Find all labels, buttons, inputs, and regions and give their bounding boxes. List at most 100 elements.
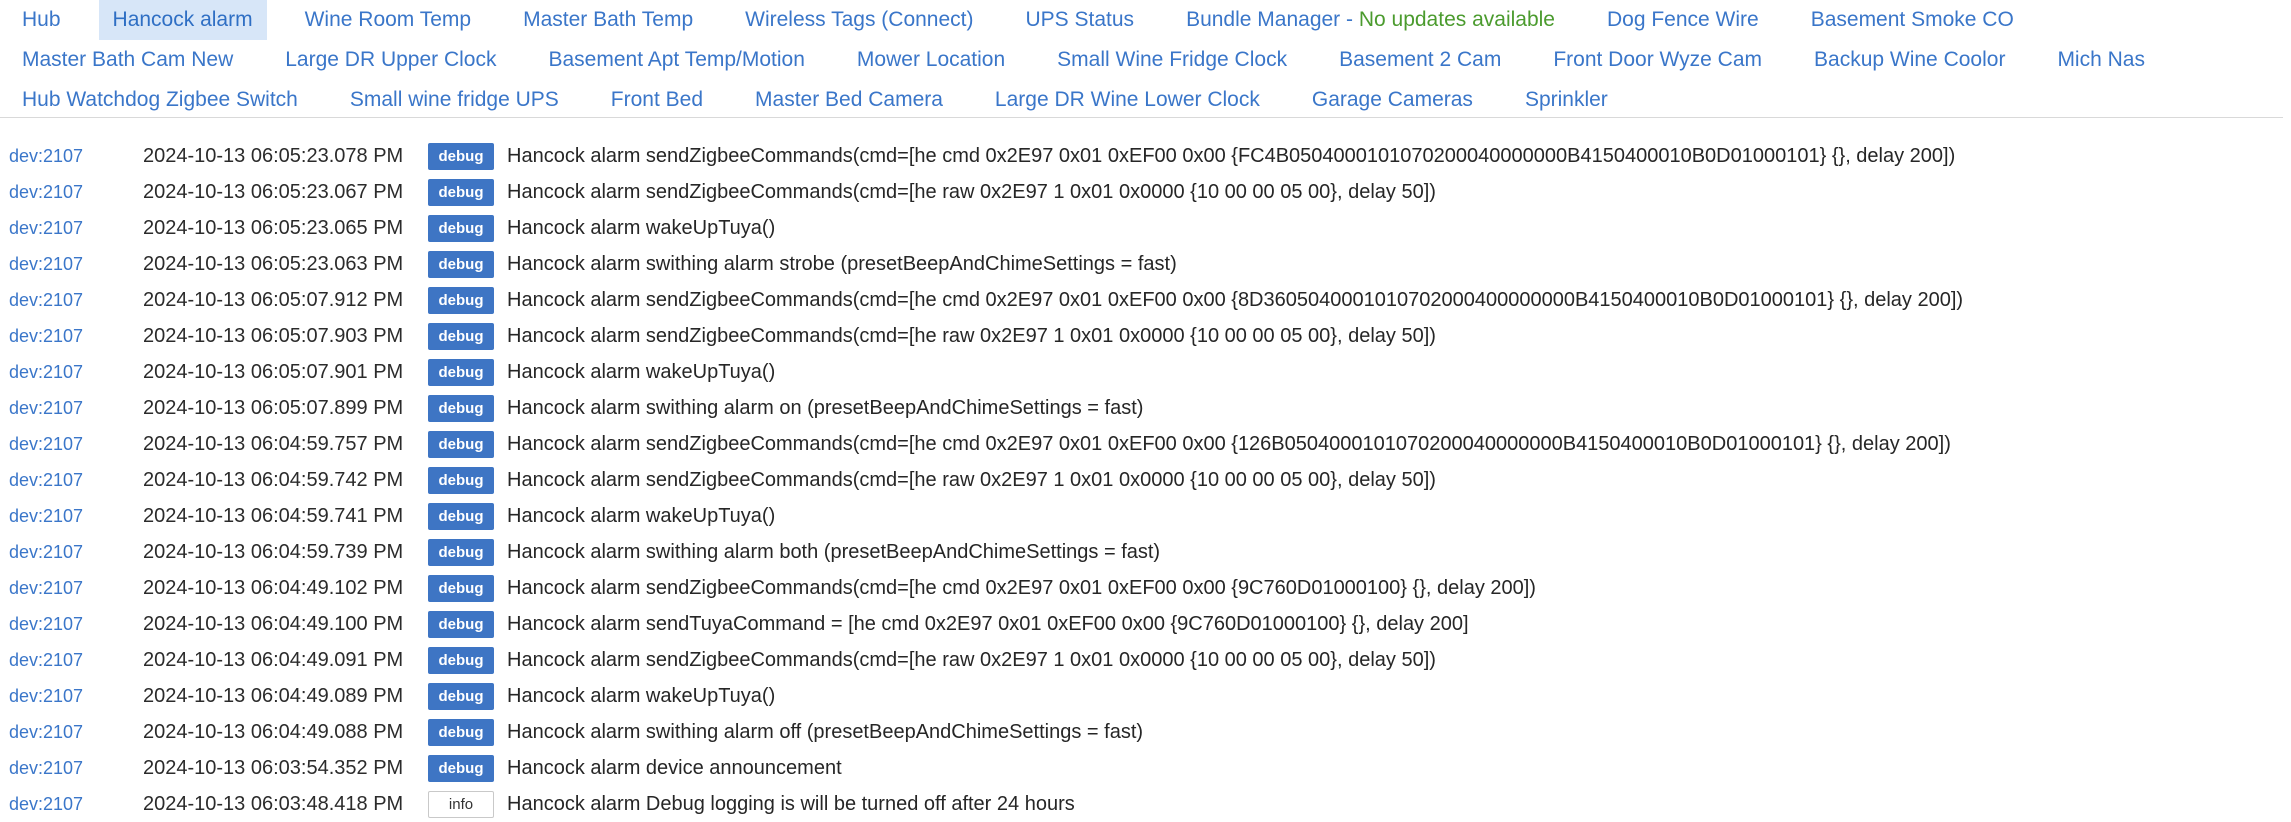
log-timestamp: 2024-10-13 06:04:59.742 PM bbox=[143, 468, 404, 491]
device-tab-label: Basement Smoke CO bbox=[1810, 8, 2014, 31]
device-tab[interactable]: Hancock alarm bbox=[98, 0, 267, 40]
device-tab[interactable]: Large DR Upper Clock bbox=[271, 40, 510, 80]
device-tab-label: UPS Status bbox=[1025, 8, 1135, 31]
log-timestamp: 2024-10-13 06:05:23.067 PM bbox=[143, 180, 404, 203]
log-timestamp: 2024-10-13 06:03:54.352 PM bbox=[143, 756, 404, 779]
log-level-badge: debug bbox=[428, 178, 494, 206]
device-tab[interactable]: Basement Smoke CO bbox=[1797, 0, 2028, 40]
device-tab-label: Small wine fridge UPS bbox=[349, 88, 559, 111]
log-message: Hancock alarm Debug logging is will be t… bbox=[507, 792, 1075, 815]
device-tab-label: Hancock alarm bbox=[112, 8, 253, 31]
device-tab[interactable]: Master Bath Temp bbox=[509, 0, 707, 40]
log-level-badge: debug bbox=[428, 538, 494, 566]
log-level-badge: debug bbox=[428, 250, 494, 278]
device-link[interactable]: dev:2107 bbox=[9, 181, 84, 202]
device-link[interactable]: dev:2107 bbox=[9, 505, 84, 526]
log-level-badge: debug bbox=[428, 502, 494, 530]
log-message: Hancock alarm sendZigbeeCommands(cmd=[he… bbox=[507, 288, 1964, 311]
device-tab[interactable]: Mich Nas bbox=[2043, 40, 2159, 80]
device-link[interactable]: dev:2107 bbox=[9, 145, 84, 166]
device-link[interactable]: dev:2107 bbox=[9, 721, 84, 742]
device-tab[interactable]: Front Bed bbox=[597, 80, 717, 120]
device-tab[interactable]: Dog Fence Wire bbox=[1593, 0, 1773, 40]
log-level-badge: debug bbox=[428, 214, 494, 242]
device-tab-label: Basement 2 Cam bbox=[1339, 48, 1502, 71]
device-tab-label: Wine Room Temp bbox=[304, 8, 472, 31]
log-level-badge: debug bbox=[428, 754, 494, 782]
device-link[interactable]: dev:2107 bbox=[9, 433, 84, 454]
device-tab[interactable]: Hub Watchdog Zigbee Switch bbox=[8, 80, 312, 120]
device-link[interactable]: dev:2107 bbox=[9, 613, 84, 634]
device-link[interactable]: dev:2107 bbox=[9, 685, 84, 706]
log-message: Hancock alarm sendZigbeeCommands(cmd=[he… bbox=[507, 576, 1536, 599]
device-tab-label: Bundle Manager - bbox=[1186, 8, 1359, 31]
log-message: Hancock alarm sendZigbeeCommands(cmd=[he… bbox=[507, 468, 1436, 491]
device-tab-label: Garage Cameras bbox=[1311, 88, 1473, 111]
device-tab[interactable]: Hub bbox=[8, 0, 75, 40]
device-tab[interactable]: Small Wine Fridge Clock bbox=[1043, 40, 1301, 80]
device-tab[interactable]: Wine Room Temp bbox=[291, 0, 486, 40]
device-tab[interactable]: Garage Cameras bbox=[1298, 80, 1487, 120]
device-tab[interactable]: Mower Location bbox=[843, 40, 1019, 80]
log-level-badge: debug bbox=[428, 286, 494, 314]
device-link[interactable]: dev:2107 bbox=[9, 649, 84, 670]
device-link[interactable]: dev:2107 bbox=[9, 541, 84, 562]
log-message: Hancock alarm wakeUpTuya() bbox=[507, 504, 776, 527]
device-link[interactable]: dev:2107 bbox=[9, 793, 84, 814]
log-level-badge: debug bbox=[428, 646, 494, 674]
log-timestamp: 2024-10-13 06:03:48.418 PM bbox=[143, 792, 404, 815]
log-level-badge: debug bbox=[428, 358, 494, 386]
device-tab[interactable]: Backup Wine Coolor bbox=[1800, 40, 2019, 80]
log-timestamp: 2024-10-13 06:05:07.912 PM bbox=[143, 288, 404, 311]
device-tab[interactable]: Basement 2 Cam bbox=[1325, 40, 1515, 80]
device-link[interactable]: dev:2107 bbox=[9, 361, 84, 382]
device-link[interactable]: dev:2107 bbox=[9, 469, 84, 490]
log-row: dev:2107 2024-10-13 06:05:07.912 PM debug H… bbox=[0, 282, 2291, 318]
device-tab-label: Backup Wine Coolor bbox=[1814, 48, 2006, 71]
device-tab-label: Hub bbox=[22, 8, 61, 31]
device-tab[interactable]: Small wine fridge UPS bbox=[336, 80, 573, 120]
device-tab-label: Master Bath Cam New bbox=[22, 48, 234, 71]
device-link[interactable]: dev:2107 bbox=[9, 325, 84, 346]
device-tab[interactable]: Wireless Tags (Connect) bbox=[731, 0, 987, 40]
log-message: Hancock alarm sendZigbeeCommands(cmd=[he… bbox=[507, 648, 1436, 671]
device-tab[interactable]: Sprinkler bbox=[1511, 80, 1622, 120]
device-tab-label: Mich Nas bbox=[2057, 48, 2145, 71]
device-tab[interactable]: Master Bed Camera bbox=[741, 80, 957, 120]
device-tab-label: Front Bed bbox=[610, 88, 704, 111]
device-link[interactable]: dev:2107 bbox=[9, 757, 84, 778]
log-level-badge: debug bbox=[428, 682, 494, 710]
device-link[interactable]: dev:2107 bbox=[9, 217, 84, 238]
device-tab[interactable]: Master Bath Cam New bbox=[8, 40, 247, 80]
device-link[interactable]: dev:2107 bbox=[9, 577, 84, 598]
log-timestamp: 2024-10-13 06:05:07.899 PM bbox=[143, 396, 404, 419]
device-link[interactable]: dev:2107 bbox=[9, 289, 84, 310]
log-message: Hancock alarm sendZigbeeCommands(cmd=[he… bbox=[507, 432, 1951, 455]
device-tab-label: Front Door Wyze Cam bbox=[1553, 48, 1763, 71]
device-tab[interactable]: Large DR Wine Lower Clock bbox=[981, 80, 1274, 120]
log-level-badge: debug bbox=[428, 142, 494, 170]
device-tab[interactable]: Basement Apt Temp/Motion bbox=[535, 40, 819, 80]
device-link[interactable]: dev:2107 bbox=[9, 397, 84, 418]
device-tab[interactable]: UPS Status bbox=[1012, 0, 1149, 40]
log-timestamp: 2024-10-13 06:05:23.078 PM bbox=[143, 144, 404, 167]
device-tab-label: Wireless Tags (Connect) bbox=[745, 8, 974, 31]
device-tab-label: Mower Location bbox=[856, 48, 1006, 71]
device-tab[interactable]: Bundle Manager - No updates available bbox=[1172, 0, 1569, 40]
log-message: Hancock alarm swithing alarm on (presetB… bbox=[507, 396, 1144, 419]
device-link[interactable]: dev:2107 bbox=[9, 253, 84, 274]
device-tab-label: Basement Apt Temp/Motion bbox=[548, 48, 805, 71]
device-tab[interactable]: Front Door Wyze Cam bbox=[1539, 40, 1776, 80]
log-timestamp: 2024-10-13 06:04:49.100 PM bbox=[143, 612, 404, 635]
